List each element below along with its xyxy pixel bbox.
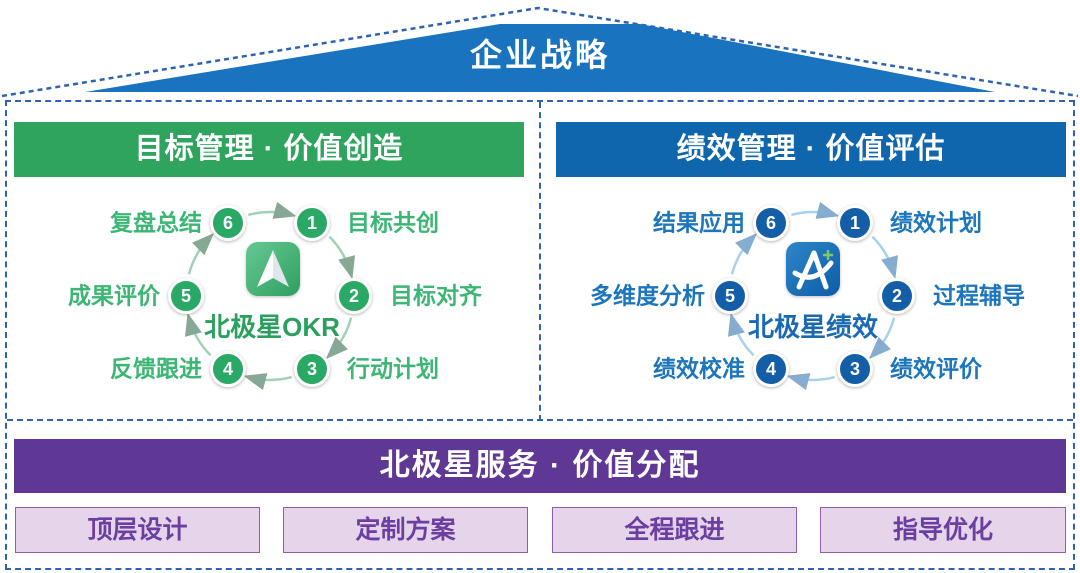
right-step-label-1: 绩效计划	[890, 209, 982, 236]
right-step-circle-2: 2	[879, 278, 915, 314]
right-step-circle-1: 1	[837, 205, 873, 241]
okr-app-icon	[246, 242, 300, 296]
left-cycle-name: 北极星OKR	[204, 312, 340, 342]
house-body-border	[5, 100, 1075, 570]
left-panel-header: 目标管理 · 价值创造	[14, 122, 524, 177]
right-step-circle-5: 5	[712, 278, 748, 314]
left-step-circle-1: 1	[294, 205, 330, 241]
service-box-3: 全程跟进	[552, 507, 797, 553]
left-step-label-4: 反馈跟进	[110, 355, 202, 382]
page-title: 企业战略	[469, 37, 610, 73]
left-step-circle-4: 4	[210, 351, 246, 387]
left-step-label-6: 复盘总结	[110, 209, 202, 236]
right-cycle-arcs	[727, 201, 899, 391]
a-plus-logo-icon	[792, 249, 834, 290]
right-step-label-5: 多维度分析	[590, 282, 705, 309]
right-step-label-6: 结果应用	[653, 209, 745, 236]
left-step-circle-6: 6	[210, 205, 246, 241]
left-cycle-arcs	[184, 201, 356, 391]
roof-shape	[1, 6, 1079, 98]
panel-vertical-divider	[539, 102, 541, 421]
service-box-4: 指导优化	[820, 507, 1066, 553]
bottom-section-header: 北极星服务 · 价值分配	[14, 439, 1066, 493]
roof-triangle	[85, 24, 995, 92]
left-step-label-3: 行动计划	[347, 355, 439, 382]
performance-app-icon	[786, 242, 840, 296]
panel-horizontal-divider	[7, 419, 1073, 421]
left-step-circle-3: 3	[294, 351, 330, 387]
right-panel-header: 绩效管理 · 价值评估	[556, 122, 1066, 177]
service-box-2: 定制方案	[283, 507, 528, 553]
navigation-arrow-icon	[257, 250, 289, 287]
left-step-circle-2: 2	[336, 278, 372, 314]
left-step-circle-5: 5	[168, 278, 204, 314]
service-box-1: 顶层设计	[15, 507, 260, 553]
right-step-label-4: 绩效校准	[653, 355, 745, 382]
left-step-label-2: 目标对齐	[390, 282, 482, 309]
right-cycle-name: 北极星绩效	[747, 312, 878, 342]
right-step-circle-6: 6	[753, 205, 789, 241]
left-step-label-5: 成果评价	[68, 282, 160, 309]
right-step-label-2: 过程辅导	[933, 282, 1025, 309]
roof-dashed-outline	[1, 6, 1079, 98]
right-step-circle-4: 4	[753, 351, 789, 387]
left-step-label-1: 目标共创	[347, 209, 439, 236]
right-step-label-3: 绩效评价	[890, 355, 982, 382]
right-step-circle-3: 3	[837, 351, 873, 387]
